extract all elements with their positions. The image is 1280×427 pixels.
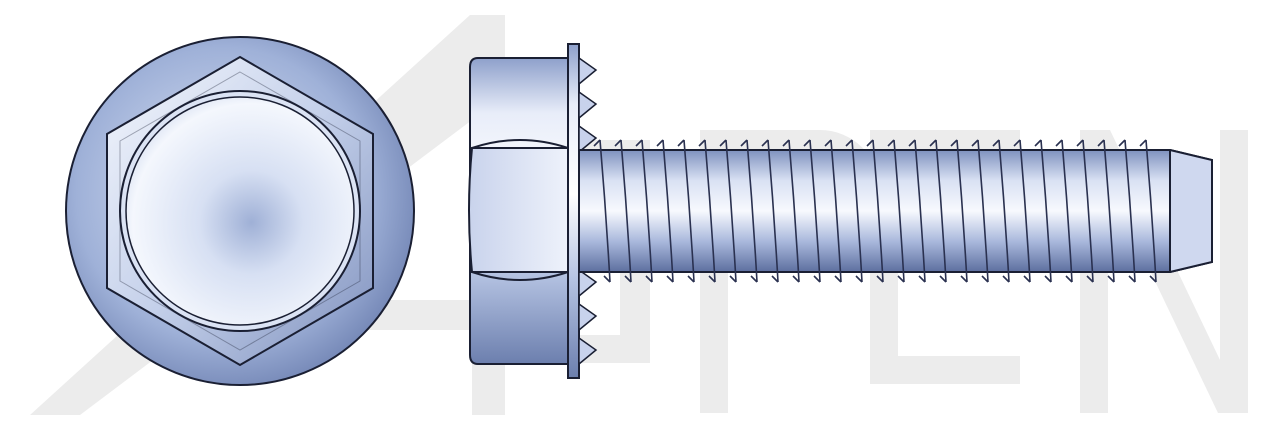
thread-ridge xyxy=(767,139,779,283)
flange-serrations xyxy=(578,56,598,366)
thread-ridge xyxy=(788,139,800,283)
hex-head-edge-bottom xyxy=(471,271,569,281)
side-view-screw xyxy=(468,43,1213,379)
thread-crest xyxy=(929,139,947,283)
thread-crest xyxy=(845,139,863,283)
end-view-head xyxy=(65,36,415,386)
thread-crest xyxy=(971,139,989,283)
thread-crest xyxy=(866,139,884,283)
thread-crest xyxy=(635,139,653,283)
thread-ridge xyxy=(914,139,926,283)
thread-crest xyxy=(950,139,968,283)
thread-crest xyxy=(887,139,905,283)
thread-ridge xyxy=(683,139,695,283)
thread-ridge xyxy=(1019,139,1031,283)
thread-crest xyxy=(908,139,926,283)
thread-ridge xyxy=(893,139,905,283)
thread-ridge xyxy=(1082,139,1094,283)
thread-crest xyxy=(593,139,611,283)
thread-ridge xyxy=(998,139,1010,283)
thread-crest xyxy=(1013,139,1031,283)
thread-ridge xyxy=(662,139,674,283)
thread-crest xyxy=(1139,139,1157,283)
thread-ridge xyxy=(641,139,653,283)
hex-head-face-center xyxy=(468,147,569,273)
threaded-shank xyxy=(578,149,1213,273)
thread-ridge xyxy=(1145,139,1157,283)
dome-inner xyxy=(125,96,355,326)
thread-ridge xyxy=(1103,139,1115,283)
thread-crest xyxy=(1055,139,1073,283)
thread-crest xyxy=(677,139,695,283)
thread-ridge xyxy=(935,139,947,283)
thread-ridge xyxy=(851,139,863,283)
hex-inner-bevel xyxy=(119,71,361,351)
thread-crest xyxy=(803,139,821,283)
thread-ridge xyxy=(872,139,884,283)
thread-ridge xyxy=(620,139,632,283)
thread-ridge xyxy=(725,139,737,283)
thread-crest xyxy=(719,139,737,283)
thread-crest xyxy=(1076,139,1094,283)
flange-washer xyxy=(567,43,580,379)
thread-crest xyxy=(1034,139,1052,283)
thread-ridge xyxy=(1040,139,1052,283)
thread-crest xyxy=(740,139,758,283)
thread-ridge xyxy=(956,139,968,283)
thread-ridge xyxy=(1061,139,1073,283)
thread-crest xyxy=(824,139,842,283)
thread-crest xyxy=(992,139,1010,283)
hex-head-edge-top xyxy=(471,139,569,149)
thread-crest xyxy=(656,139,674,283)
thread-ridge xyxy=(830,139,842,283)
thread-crest xyxy=(1097,139,1115,283)
thread-crest xyxy=(782,139,800,283)
thread-ridge xyxy=(1124,139,1136,283)
thread-crest xyxy=(698,139,716,283)
screw-tip xyxy=(1169,149,1213,273)
thread-ridge xyxy=(746,139,758,283)
thread-ridge xyxy=(599,139,611,283)
thread-ridge xyxy=(977,139,989,283)
thread-crest xyxy=(761,139,779,283)
thread-ridge xyxy=(809,139,821,283)
thread-crest xyxy=(614,139,632,283)
thread-crest xyxy=(1118,139,1136,283)
thread-lines xyxy=(593,139,1157,283)
thread-ridge xyxy=(704,139,716,283)
